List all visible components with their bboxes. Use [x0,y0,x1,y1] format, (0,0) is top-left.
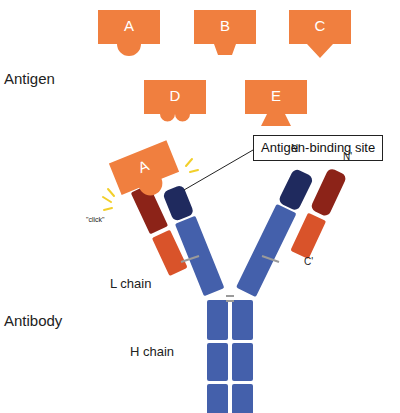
section-label: Antibody [4,312,62,330]
terminus-label: N' [291,143,300,155]
chain-label: L chain [110,276,151,292]
heavy-chain-stem [207,300,253,413]
antigen-letter: A [98,17,160,35]
terminus-label: C' [304,256,313,268]
right-light-chain [290,167,347,259]
antigen-shape: B [194,10,256,60]
antigen-shape: E [245,80,307,130]
antigen-shape: C [289,10,351,60]
antigen-letter: B [194,17,256,35]
antigen-letter: E [245,87,307,105]
antigen-shape: D [144,80,206,130]
callout-text: Antigen-binding site [261,140,375,156]
sound-label: "click" [86,216,105,224]
hinge-bond [226,295,234,297]
disulfide-bond [262,256,279,262]
antigen-letter: D [144,87,206,105]
callout-box: Antigen-binding site [253,135,383,161]
hinge-bond [226,300,234,302]
leader-line [184,150,253,190]
left-light-chain [131,184,188,276]
disulfide-bond [181,256,199,262]
antigen-shape: A [98,10,160,60]
chain-label: H chain [130,344,174,360]
section-label: Antigen [4,70,55,88]
terminus-label: N' [343,151,352,163]
antigen-letter: C [289,17,351,35]
